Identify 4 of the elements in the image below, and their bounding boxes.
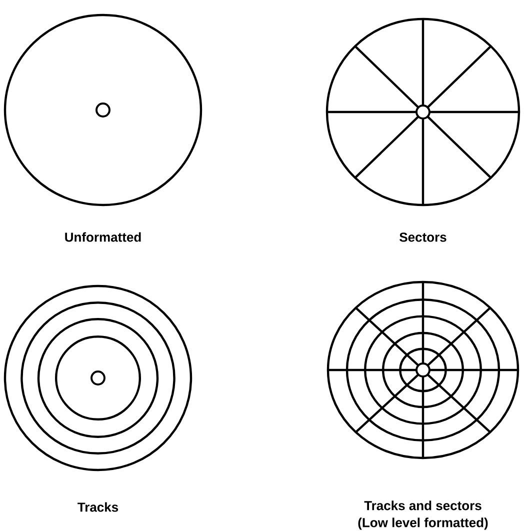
disk-caption: Tracks <box>78 502 118 512</box>
disk-caption: Sectors <box>400 232 446 242</box>
disk-caption: Unformatted <box>65 232 141 242</box>
disk-caption: Tracks and sectors (Low level formatted) <box>358 500 488 530</box>
